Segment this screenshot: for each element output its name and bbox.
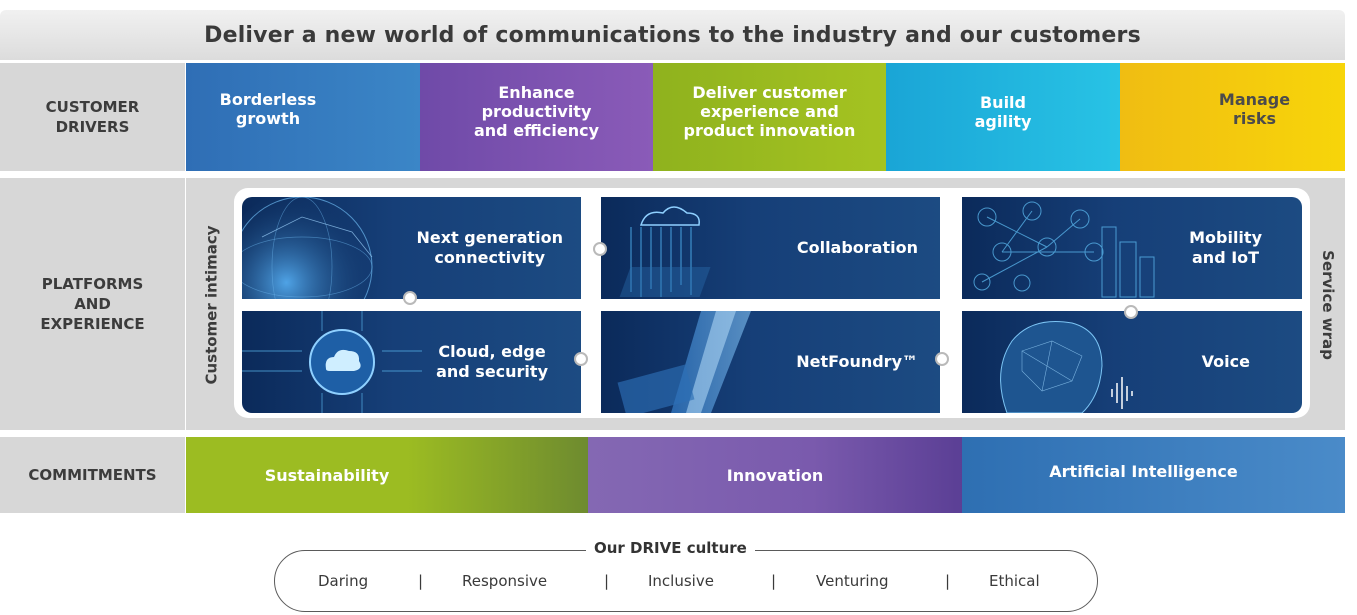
culture-separator: | [771,572,777,590]
culture-separator: | [604,572,610,590]
tile-label: Collaboration [796,238,918,257]
tile-label: Next generation connectivity [416,228,563,267]
connector-node [574,352,588,366]
commitment-innovation: Innovation [588,437,962,513]
network-icon [973,201,1155,298]
commitment-label: Artificial Intelligence [1049,461,1238,481]
connector-node [935,352,949,366]
culture-separator: | [418,572,424,590]
tile-cloud-edge-security: Cloud, edge and security [242,311,581,413]
face-icon [1000,320,1133,413]
culture-value-ethical: Ethical [989,572,1040,590]
driver-customer-experience: Deliver customer experience and product … [653,63,886,171]
culture-value-inclusive: Inclusive [648,572,714,590]
tile-label: NetFoundry™ [796,352,918,371]
customer-intimacy-text: Customer intimacy [203,225,222,385]
culture-value-responsive: Responsive [462,572,548,590]
culture-value-daring: Daring [318,572,369,590]
tile-mobility-iot: Mobility and IoT [962,197,1302,299]
driver-productivity: Enhance productivity and efficiency [420,63,653,171]
driver-manage-risks: Manage risks [1120,63,1345,171]
tile-label: Voice [1201,352,1250,371]
customer-intimacy-label: Customer intimacy [194,205,230,405]
data-stream-icon [617,311,751,413]
row-label-customer-drivers: CUSTOMER DRIVERS [0,63,185,171]
row-label-commitments: COMMITMENTS [0,437,185,513]
tile-voice: Voice [962,311,1302,413]
driver-label: Enhance productivity and efficiency [473,82,600,140]
driver-label: Build agility [974,93,1032,131]
driver-borderless-growth: Borderless growth [186,63,420,171]
page-title: Deliver a new world of communications to… [204,22,1141,48]
tile-collaboration: Collaboration [601,197,940,299]
cloud-icon [619,206,711,297]
commitment-label: Sustainability [264,465,390,485]
cloud-chip-icon [242,311,422,413]
commitment-sustainability: Sustainability [186,437,588,513]
service-wrap-text: Service wrap [1319,250,1338,360]
connector-node [1124,305,1138,319]
connector-node [403,291,417,305]
service-wrap-label: Service wrap [1310,205,1346,405]
connector-node [593,242,607,256]
driver-label: Deliver customer experience and product … [683,82,856,140]
commitment-ai: Artificial Intelligence [962,437,1345,513]
culture-separator: | [945,572,951,590]
tile-next-generation-connectivity: Next generation connectivity [242,197,581,299]
tile-label: Mobility and IoT [1189,228,1262,267]
row-label-platforms: PLATFORMS AND EXPERIENCE [0,178,185,430]
tile-netfoundry: NetFoundry™ [601,311,940,413]
tile-label: Cloud, edge and security [436,342,548,381]
driver-agility: Build agility [886,63,1120,171]
driver-label: Manage risks [1218,90,1291,128]
driver-label: Borderless growth [219,90,317,128]
culture-value-venturing: Venturing [816,572,889,590]
culture-title: Our DRIVE culture [586,539,755,557]
globe-icon [242,197,380,299]
header-banner: Deliver a new world of communications to… [0,10,1345,60]
commitment-label: Innovation [726,465,824,485]
